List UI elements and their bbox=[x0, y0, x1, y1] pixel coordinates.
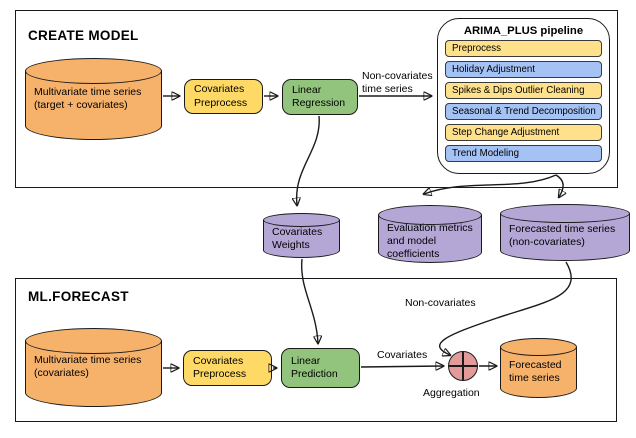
box-label-line: Prediction bbox=[291, 368, 338, 380]
covariates-label: Covariates bbox=[377, 349, 428, 361]
cylinder-label-line: (covariates) bbox=[34, 367, 89, 379]
forecasted-noncovariates-cylinder: Forecasted time series (non-covariates) bbox=[500, 204, 630, 261]
box-label-line: Preprocess bbox=[194, 96, 248, 109]
cylinder-top-ellipse bbox=[378, 205, 482, 225]
cylinder-top-ellipse bbox=[500, 204, 630, 223]
multivariate-target-covariates-cylinder: Multivariate time series (target + covar… bbox=[25, 58, 162, 140]
cylinder-label-line: time series bbox=[509, 372, 560, 384]
cylinder-top-ellipse bbox=[500, 338, 577, 356]
cylinder-label-line: Weights bbox=[272, 239, 310, 251]
cylinder-label-line: Multivariate time series bbox=[34, 86, 142, 98]
cylinder-label-line: (target + covariates) bbox=[34, 99, 128, 111]
pipeline-step-holiday-adjustment: Holiday Adjustment bbox=[445, 61, 602, 78]
multivariate-covariates-cylinder: Multivariate time series (covariates) bbox=[25, 328, 162, 407]
forecasted-time-series-cylinder: Forecasted time series bbox=[500, 338, 577, 398]
cylinder-top-ellipse bbox=[25, 58, 162, 84]
cylinder-label-line: Forecasted time series bbox=[509, 223, 616, 235]
cylinder-label-line: Multivariate time series bbox=[34, 354, 142, 366]
pipeline-step-spikes-dips: Spikes & Dips Outlier Cleaning bbox=[445, 82, 602, 99]
pipeline-step-preprocess: Preprocess bbox=[445, 40, 602, 57]
cylinder-label-line: and model bbox=[387, 235, 437, 247]
noncovariates-label: Non-covariates bbox=[405, 297, 476, 309]
cylinder-label-line: (non-covariates) bbox=[509, 236, 585, 248]
cylinder-top-ellipse bbox=[263, 213, 340, 227]
arima-plus-pipeline: ARIMA_PLUS pipeline Preprocess Holiday A… bbox=[437, 18, 610, 174]
box-label-line: Regression bbox=[292, 97, 346, 109]
box-label-line: Linear bbox=[292, 83, 322, 96]
box-label-line: Covariates bbox=[194, 83, 245, 95]
covariates-preprocess-box: Covariates Preprocess bbox=[184, 79, 263, 114]
pipeline-step-trend-modeling: Trend Modeling bbox=[445, 145, 602, 162]
pipeline-title: ARIMA_PLUS pipeline bbox=[463, 25, 584, 37]
cylinder-top-ellipse bbox=[25, 328, 162, 354]
linear-regression-box: Linear Regression bbox=[282, 79, 358, 115]
cylinder-label-line: Forecasted bbox=[509, 359, 562, 371]
create-model-title: CREATE MODEL bbox=[28, 28, 139, 43]
covariates-preprocess-box-forecast: Covariates Preprocess bbox=[183, 350, 272, 386]
cylinder-label-line: coefficients bbox=[387, 248, 440, 260]
aggregation-node bbox=[448, 351, 478, 381]
cylinder-label-line: Evaluation metrics bbox=[387, 222, 473, 234]
pipeline-step-seasonal-trend: Seasonal & Trend Decomposition bbox=[445, 103, 602, 120]
ml-forecast-title: ML.FORECAST bbox=[28, 289, 129, 304]
evaluation-metrics-cylinder: Evaluation metrics and model coefficient… bbox=[378, 205, 482, 263]
pipeline-steps: Preprocess Holiday Adjustment Spikes & D… bbox=[445, 40, 602, 162]
linear-prediction-box: Linear Prediction bbox=[281, 348, 360, 388]
cylinder-label-line: Covariates bbox=[272, 226, 323, 238]
box-label-line: Linear bbox=[291, 354, 321, 367]
box-label-line: Preprocess bbox=[193, 368, 247, 380]
box-label-line: Covariates bbox=[193, 354, 244, 367]
noncovariates-time-series-label: Non-covariates time series bbox=[362, 70, 433, 95]
covariates-weights-cylinder: Covariates Weights bbox=[263, 213, 340, 258]
aggregation-label: Aggregation bbox=[423, 387, 480, 399]
pipeline-step-step-change: Step Change Adjustment bbox=[445, 124, 602, 141]
